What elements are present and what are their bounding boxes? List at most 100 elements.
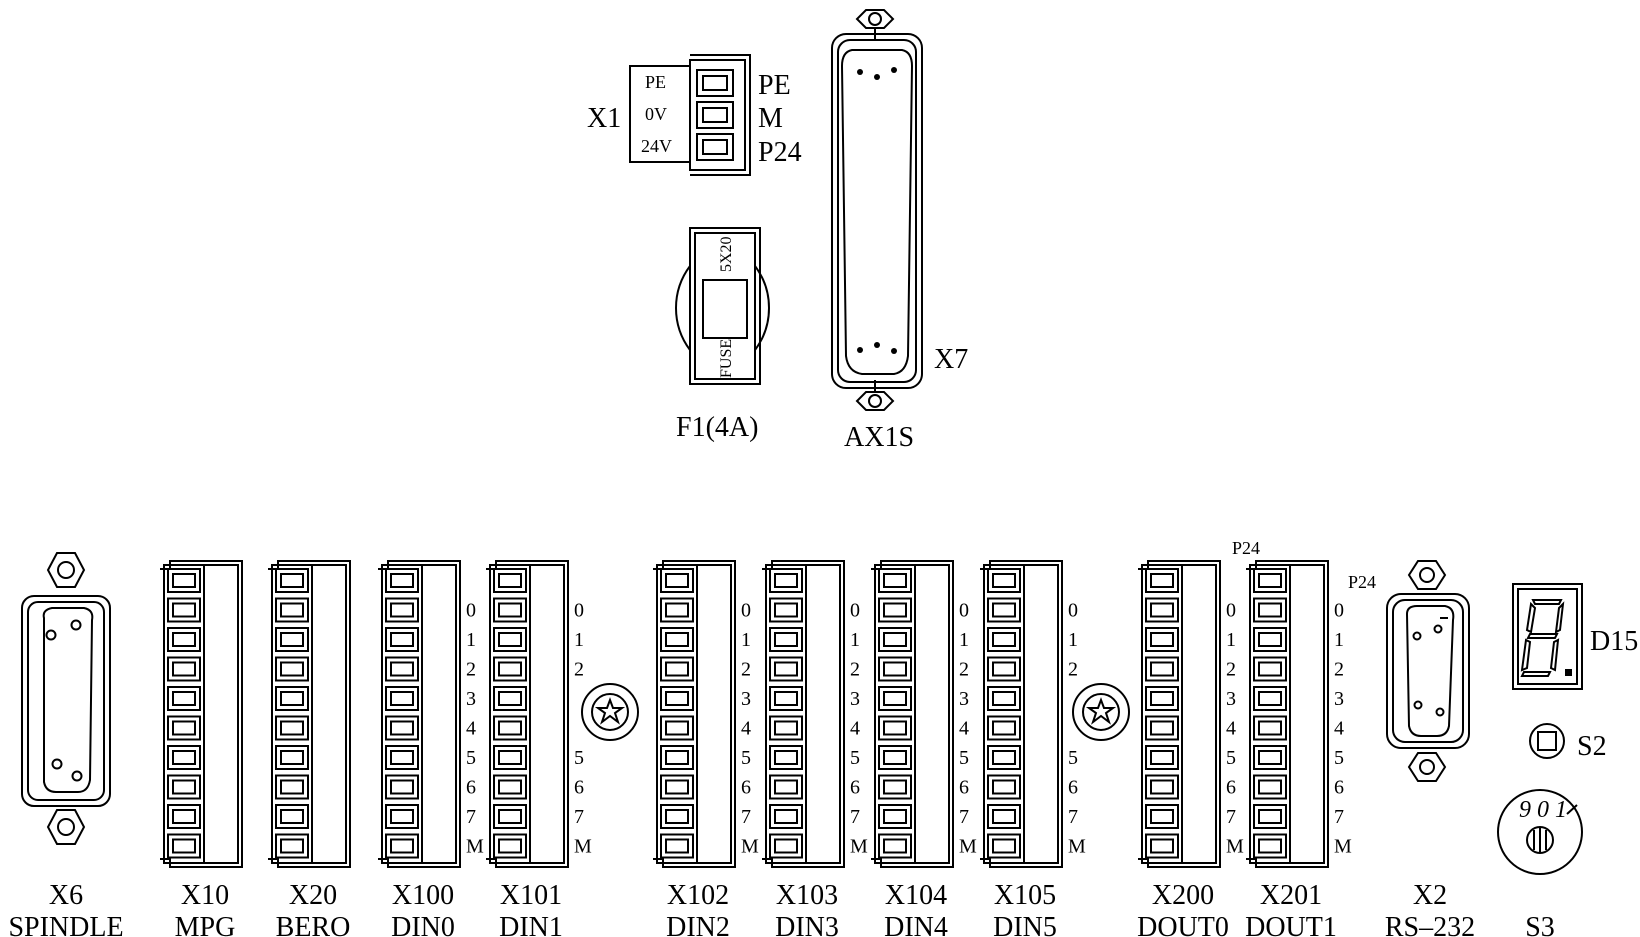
pin-number-x200-m: M bbox=[1226, 836, 1244, 858]
block-label-din3: DIN3 bbox=[775, 912, 839, 937]
pin-number-x201-6: 6 bbox=[1334, 777, 1344, 799]
p24-label-dout0: P24 bbox=[1232, 538, 1260, 558]
pin-number-x101-6: 6 bbox=[574, 777, 584, 799]
terminal-block-x100 bbox=[378, 560, 461, 868]
pin-number-x201-3: 3 bbox=[1334, 688, 1344, 710]
spindle-caption: SPINDLE bbox=[8, 912, 123, 937]
pin-number-x105-5: 5 bbox=[1068, 747, 1078, 769]
pin-number-x101-m: M bbox=[574, 836, 592, 858]
star-screw-left bbox=[581, 683, 639, 741]
terminal-block-x105 bbox=[980, 560, 1063, 868]
pin-number-x201-5: 5 bbox=[1334, 747, 1344, 769]
pin-number-x100-4: 4 bbox=[466, 718, 476, 740]
pin-number-x104-0: 0 bbox=[959, 600, 969, 622]
pin-number-x102-5: 5 bbox=[741, 747, 751, 769]
x1-pin-24v-left: 24V bbox=[641, 136, 672, 156]
pin-number-x102-7: 7 bbox=[741, 806, 751, 828]
pin-number-x100-3: 3 bbox=[466, 688, 476, 710]
block-id-x101: X101 bbox=[500, 880, 562, 911]
pin-number-x101-0: 0 bbox=[574, 600, 584, 622]
x1-pin-pe-right: PE bbox=[758, 70, 791, 101]
s3-label: S3 bbox=[1525, 912, 1555, 937]
pin-number-x100-2: 2 bbox=[466, 659, 476, 681]
pin-number-x200-5: 5 bbox=[1226, 747, 1236, 769]
ax1s-caption: AX1S bbox=[844, 422, 914, 453]
pin-number-x105-7: 7 bbox=[1068, 806, 1078, 828]
x7-label: X7 bbox=[934, 344, 968, 375]
pin-number-x102-0: 0 bbox=[741, 600, 751, 622]
pin-number-x104-4: 4 bbox=[959, 718, 969, 740]
pin-number-x201-4: 4 bbox=[1334, 718, 1344, 740]
block-label-din0: DIN0 bbox=[391, 912, 455, 937]
terminal-block-x200 bbox=[1138, 560, 1221, 868]
pin-number-x200-2: 2 bbox=[1226, 659, 1236, 681]
pin-number-x103-3: 3 bbox=[850, 688, 860, 710]
pin-number-x103-6: 6 bbox=[850, 777, 860, 799]
s2-push-button[interactable] bbox=[1529, 723, 1565, 759]
block-id-x102: X102 bbox=[667, 880, 729, 911]
pin-number-x100-m: M bbox=[466, 836, 484, 858]
s3-rotary-switch[interactable] bbox=[1497, 789, 1583, 875]
pin-number-x101-2: 2 bbox=[574, 659, 584, 681]
x1-power-connector bbox=[629, 54, 751, 176]
pin-number-x101-1: 1 bbox=[574, 629, 584, 651]
fuse-type: FUSE bbox=[718, 339, 735, 378]
block-id-x100: X100 bbox=[392, 880, 454, 911]
pin-number-x104-3: 3 bbox=[959, 688, 969, 710]
rs232-caption: RS–232 bbox=[1385, 912, 1475, 937]
pin-number-x105-6: 6 bbox=[1068, 777, 1078, 799]
pin-number-x100-0: 0 bbox=[466, 600, 476, 622]
pin-number-x104-7: 7 bbox=[959, 806, 969, 828]
x2-label: X2 bbox=[1413, 880, 1447, 911]
x7-ax-connector bbox=[831, 9, 923, 411]
pin-number-x105-m: M bbox=[1068, 836, 1086, 858]
s2-label: S2 bbox=[1577, 731, 1607, 762]
pin-number-x102-m: M bbox=[741, 836, 759, 858]
pin-number-x103-m: M bbox=[850, 836, 868, 858]
x2-rs232-connector bbox=[1386, 560, 1470, 782]
terminal-block-x102 bbox=[653, 560, 736, 868]
pin-number-x103-2: 2 bbox=[850, 659, 860, 681]
block-id-x105: X105 bbox=[994, 880, 1056, 911]
pin-number-x201-1: 1 bbox=[1334, 629, 1344, 651]
pin-number-x101-7: 7 bbox=[574, 806, 584, 828]
terminal-block-x104 bbox=[871, 560, 954, 868]
x6-label: X6 bbox=[49, 880, 83, 911]
block-label-din1: DIN1 bbox=[499, 912, 563, 937]
block-id-x103: X103 bbox=[776, 880, 838, 911]
pin-number-x200-0: 0 bbox=[1226, 600, 1236, 622]
block-id-x20: X20 bbox=[289, 880, 337, 911]
pin-number-x100-5: 5 bbox=[466, 747, 476, 769]
pin-number-x200-6: 6 bbox=[1226, 777, 1236, 799]
block-label-dout0: DOUT0 bbox=[1137, 912, 1229, 937]
pin-number-x100-7: 7 bbox=[466, 806, 476, 828]
x1-pin-0v-left: 0V bbox=[645, 104, 667, 124]
pin-number-x100-1: 1 bbox=[466, 629, 476, 651]
s3-digits: 9 0 1 bbox=[1519, 797, 1567, 823]
pin-number-x103-1: 1 bbox=[850, 629, 860, 651]
pin-number-x105-0: 0 bbox=[1068, 600, 1078, 622]
pin-number-x102-6: 6 bbox=[741, 777, 751, 799]
pin-number-x105-2: 2 bbox=[1068, 659, 1078, 681]
seven-segment-display bbox=[1512, 583, 1583, 690]
pin-number-x102-2: 2 bbox=[741, 659, 751, 681]
pin-number-x103-7: 7 bbox=[850, 806, 860, 828]
block-label-dout1: DOUT1 bbox=[1245, 912, 1337, 937]
pin-number-x101-5: 5 bbox=[574, 747, 584, 769]
pin-number-x104-1: 1 bbox=[959, 629, 969, 651]
terminal-block-x10 bbox=[160, 560, 243, 868]
pin-number-x104-5: 5 bbox=[959, 747, 969, 769]
x1-label: X1 bbox=[587, 103, 621, 134]
terminal-block-x103 bbox=[762, 560, 845, 868]
block-label-bero: BERO bbox=[276, 912, 351, 937]
pin-number-x104-2: 2 bbox=[959, 659, 969, 681]
terminal-block-x20 bbox=[268, 560, 351, 868]
pin-number-x102-3: 3 bbox=[741, 688, 751, 710]
pin-number-x103-5: 5 bbox=[850, 747, 860, 769]
pin-number-x102-4: 4 bbox=[741, 718, 751, 740]
pin-number-x201-7: 7 bbox=[1334, 806, 1344, 828]
block-label-din5: DIN5 bbox=[993, 912, 1057, 937]
pin-number-x201-2: 2 bbox=[1334, 659, 1344, 681]
block-label-mpg: MPG bbox=[175, 912, 236, 937]
